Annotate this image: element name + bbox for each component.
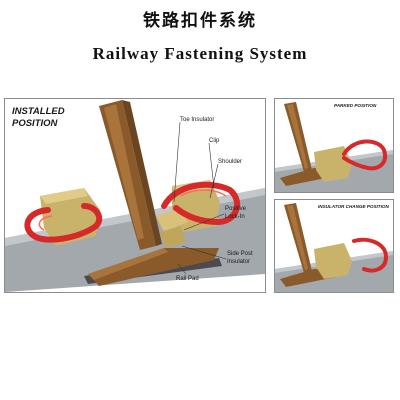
title-english: Railway Fastening System (92, 44, 308, 63)
insulator-change-shoulder (314, 243, 352, 279)
parked-clip (342, 139, 387, 171)
insulator-change-position-panel: INSULATOR CHANGE POSITION (274, 199, 394, 293)
label-shoulder: Shoulder (218, 159, 242, 165)
insulator-change-illustration: INSULATOR CHANGE POSITION (274, 199, 394, 293)
label-clip: Clip (209, 138, 220, 144)
left-clip (24, 203, 103, 243)
label-side-post-line1: Side Post (227, 251, 253, 257)
label-positive-lock-in-line2: Lock-In (225, 214, 245, 220)
parked-position-illustration: PARKED POSITION (274, 98, 394, 193)
insulator-change-heading: INSULATOR CHANGE POSITION (318, 204, 389, 209)
label-toe-insulator: Toe Insulator (180, 117, 214, 123)
parked-position-panel: PARKED POSITION (274, 98, 394, 193)
right-clip (161, 181, 241, 226)
installed-heading-line1: INSTALLED (12, 106, 65, 117)
label-positive-lock-in-line1: Positive (225, 206, 247, 212)
label-side-post-line2: Insulator (227, 259, 250, 265)
label-rail-pad: Rail Pad (176, 276, 199, 282)
parked-heading: PARKED POSITION (334, 103, 377, 108)
installed-position-illustration: INSTALLED POSITION Toe Insulator Clip Sh… (4, 98, 266, 293)
side-post-insulator (160, 226, 186, 248)
installed-position-panel: INSTALLED POSITION Toe Insulator Clip Sh… (4, 98, 266, 293)
insulator-change-clip (352, 237, 389, 273)
installed-heading-line2: POSITION (12, 118, 59, 129)
title-chinese: 铁路扣件系统 (143, 11, 257, 31)
